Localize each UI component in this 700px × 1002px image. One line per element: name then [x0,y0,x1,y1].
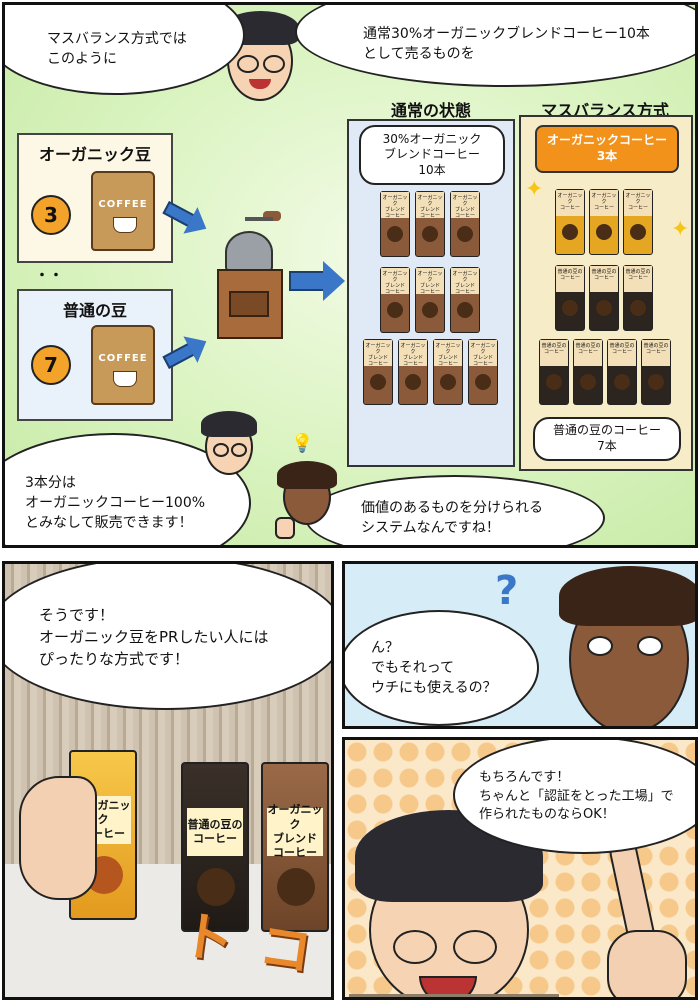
normal-coffee-can: 普通の豆の コーヒー [181,762,249,932]
presenter-face-large [349,810,559,997]
speech-bubble-answer: もちろんです！ ちゃんと「認証をとった工場」で 作られたものならOK！ [453,740,695,854]
panel-client-question: ? ん？ でもそれって ウチにも使えるの？ [342,561,698,729]
speech-text: 3本分は オーガニックコーヒー100% とみなして販売できます！ [25,474,206,532]
mass-balance-column: オーガニックコーヒー 3本 普通の豆のコーヒー 7本 ✦ ✦ [519,115,693,471]
normal-state-title: 通常の状態 [390,101,471,120]
coffee-grinder-icon [215,211,285,341]
speech-text: そうです！ オーガニック豆をPRしたい人には ぴったりな方式です！ [39,606,269,668]
speech-bubble-intro: マスバランス方式では このように [5,5,245,95]
speech-bubble-question: ん？ でもそれって ウチにも使えるの？ [345,610,539,726]
speech-text: ん？ でもそれって ウチにも使えるの？ [371,639,497,697]
speech-text: マスバランス方式では このように [47,30,187,67]
client-face-small [275,461,339,539]
bag-label: COFFEE [98,353,148,364]
panel-mass-balance-explainer: マスバランス方式では このように 通常30%オーガニックブレンドコーヒー10本 … [2,2,698,548]
panel-cans-showcase: そうです！ オーガニック豆をPRしたい人には ぴったりな方式です！ オーガニック… [2,561,334,1000]
organic-coffee-badge: オーガニックコーヒー 3本 [535,125,679,173]
question-mark-icon: ? [495,568,519,614]
bag-label: COFFEE [98,199,148,210]
sparkle-icon: ✦ [525,177,544,202]
can-label: 普通の豆の コーヒー [187,808,243,856]
blend-coffee-can: オーガニック ブレンド コーヒー [261,762,329,932]
speech-text: 普通の豆のコーヒー 7本 [552,423,661,453]
organic-count-badge: 3 [31,195,71,235]
normal-beans-box: 普通の豆 7 COFFEE [17,289,173,421]
client-face [551,566,695,726]
speech-text: 価値のあるものを分けられる システムなんですね！ [361,499,543,536]
speech-text: もちろんです！ ちゃんと「認証をとった工場」で 作られたものならOK！ [479,769,674,823]
panel-presenter-answer: もちろんです！ ちゃんと「認証をとった工場」で 作られたものならOK！ [342,737,698,1000]
normal-state-column: 30%オーガニック ブレンドコーヒー 10本 [347,119,515,467]
speech-bubble-pr-method: そうです！ オーガニック豆をPRしたい人には ぴったりな方式です！ [5,564,331,710]
hand [19,776,97,900]
organic-beans-title: オーガニック豆 [38,145,151,164]
organic-beans-box: オーガニック豆 3 COFFEE [17,133,173,263]
ellipsis-dots: ・・ [35,268,63,284]
can-label: オーガニック ブレンド コーヒー [267,803,323,860]
lightbulb-icon: 💡 [291,433,314,454]
coffee-bag-icon: COFFEE [91,325,155,405]
pointing-hand [607,930,687,997]
arrow-right-icon [289,261,345,301]
sparkle-icon: ✦ [671,217,690,242]
coffee-bag-icon: COFFEE [91,171,155,251]
speech-bubble-blend-10: 30%オーガニック ブレンドコーヒー 10本 [359,125,505,185]
presenter-face-small [201,411,257,477]
normal-beans-title: 普通の豆 [62,301,127,320]
speech-bubble-normal-7: 普通の豆のコーヒー 7本 [533,417,681,461]
speech-text: 通常30%オーガニックブレンドコーヒー10本 として売るものを [363,25,650,62]
speech-bubble-normal-product: 通常30%オーガニックブレンドコーヒー10本 として売るものを [295,5,695,87]
speech-bubble-valuable-system: 価値のあるものを分けられる システムなんですね！ [305,475,605,545]
badge-text: オーガニックコーヒー 3本 [546,133,667,163]
normal-count-badge: 7 [31,345,71,385]
speech-text: 30%オーガニック ブレンドコーヒー 10本 [382,131,482,177]
